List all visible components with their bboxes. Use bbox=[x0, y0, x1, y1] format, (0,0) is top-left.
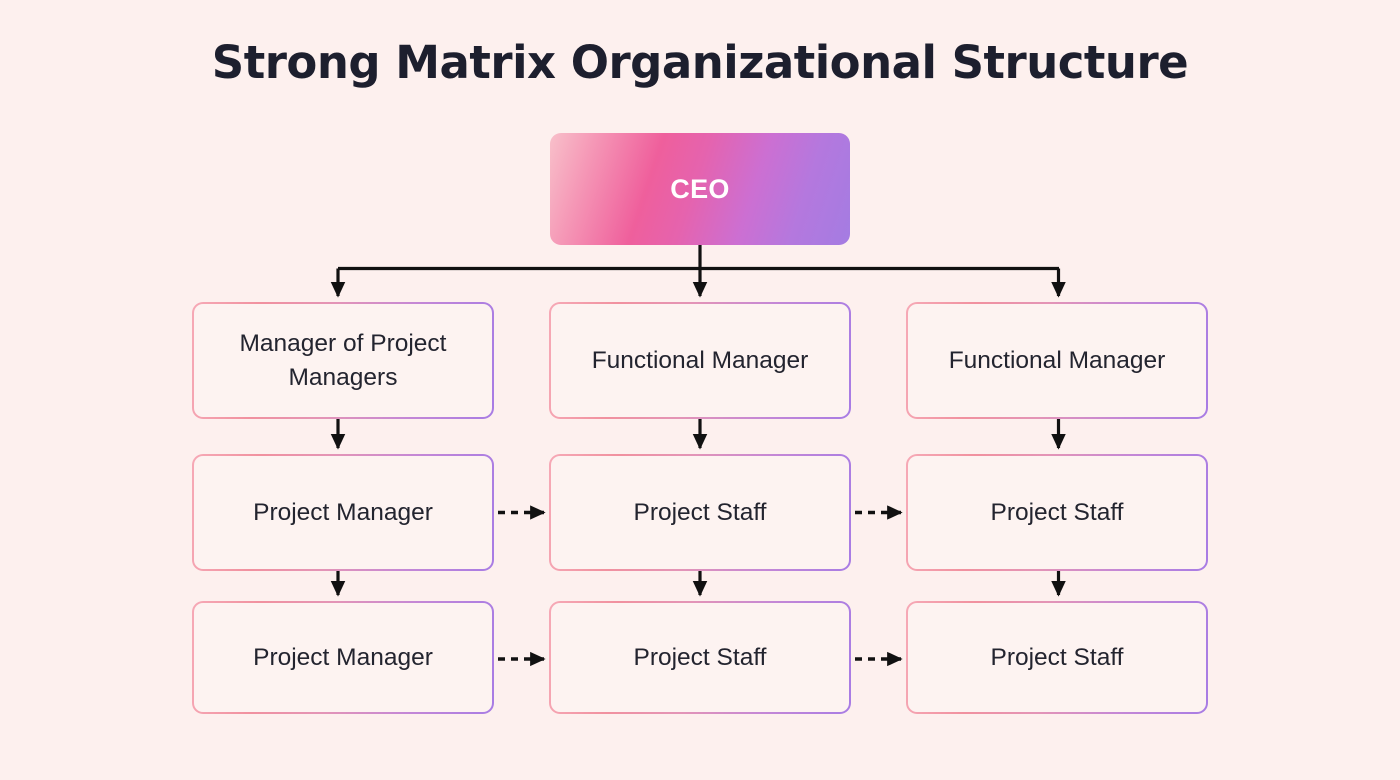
node-project-staff-3[interactable]: Project Staff bbox=[549, 601, 851, 714]
node-body: Project Staff bbox=[908, 603, 1206, 712]
node-label: Functional Manager bbox=[591, 346, 809, 374]
node-body: Manager of Project Managers bbox=[194, 304, 492, 417]
node-body: Project Staff bbox=[551, 456, 849, 569]
node-functional-manager-1[interactable]: Functional Manager bbox=[549, 302, 851, 419]
node-body: Project Staff bbox=[908, 456, 1206, 569]
node-project-manager-1[interactable]: Project Manager bbox=[192, 454, 494, 571]
node-body: Project Manager bbox=[194, 603, 492, 712]
node-project-staff-1[interactable]: Project Staff bbox=[549, 454, 851, 571]
node-project-staff-4[interactable]: Project Staff bbox=[906, 601, 1208, 714]
node-label: Project Staff bbox=[990, 643, 1124, 671]
node-body: Project Staff bbox=[551, 603, 849, 712]
node-label: Project Manager bbox=[253, 643, 433, 671]
node-project-manager-2[interactable]: Project Manager bbox=[192, 601, 494, 714]
node-label: Functional Manager bbox=[948, 346, 1166, 374]
node-label: Manager of Project Managers bbox=[239, 329, 447, 391]
node-ceo-label: CEO bbox=[670, 173, 730, 204]
node-project-staff-2[interactable]: Project Staff bbox=[906, 454, 1208, 571]
node-label: Project Manager bbox=[253, 498, 433, 526]
node-label: Project Staff bbox=[633, 498, 767, 526]
node-functional-manager-2[interactable]: Functional Manager bbox=[906, 302, 1208, 419]
node-body: Functional Manager bbox=[908, 304, 1206, 417]
node-ceo[interactable]: CEO bbox=[550, 133, 850, 245]
page-title: Strong Matrix Organizational Structure bbox=[211, 36, 1189, 89]
node-manager-of-project-managers[interactable]: Manager of Project Managers bbox=[192, 302, 494, 419]
node-label: Project Staff bbox=[990, 498, 1124, 526]
node-body: Functional Manager bbox=[551, 304, 849, 417]
node-label: Project Staff bbox=[633, 643, 767, 671]
node-body: Project Manager bbox=[194, 456, 492, 569]
